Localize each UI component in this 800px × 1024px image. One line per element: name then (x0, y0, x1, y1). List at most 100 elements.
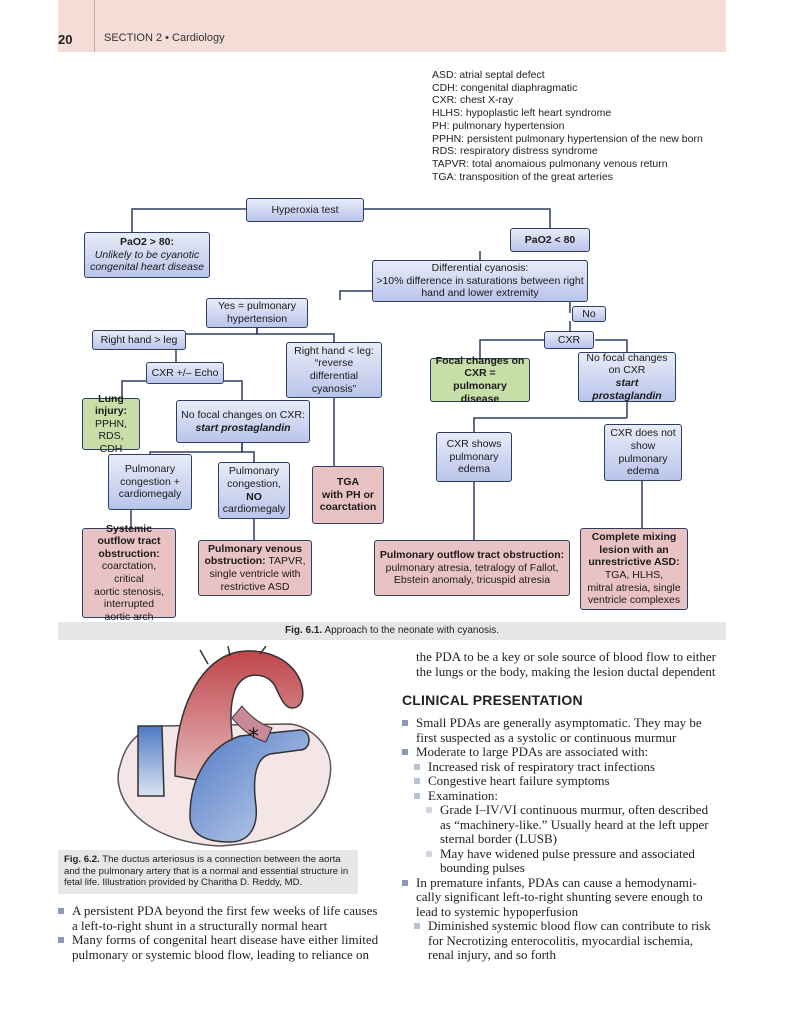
box-text: No (582, 307, 596, 320)
ductus-arteriosus-illustration: * (117, 646, 332, 847)
box-text: RDS, CDH (98, 430, 124, 455)
page-number: 20 (58, 32, 73, 47)
pao2-above-80-box: PaO2 > 80: Unlikely to be cyanotic conge… (84, 232, 210, 278)
hyperoxia-test-box: Hyperoxia test (246, 198, 364, 222)
box-text: Ebstein anomaly, tricuspid atresia (393, 574, 551, 587)
sub-sub-bullet-item: May have widened pulse pressure and asso… (402, 846, 732, 876)
bullet-marker (58, 908, 64, 914)
box-text: lesion with an (599, 543, 669, 556)
abbreviation: HLHS: hypoplastic left heart syndrome (432, 107, 612, 120)
caption-text: The ductus arteriosus is a connection be… (64, 854, 349, 888)
abbreviation: CXR: chest X-ray (432, 94, 514, 107)
box-text: No focal changes (586, 351, 668, 364)
bullet-line: first suspected as a systolic or continu… (416, 729, 677, 745)
bullet-line: Small PDAs are generally asymptomatic. T… (416, 715, 702, 730)
box-text: cardiomegaly (222, 503, 286, 516)
pulmonary-outflow-obstruction-box: Pulmonary outflow tract obstruction: pul… (374, 540, 570, 596)
figure-6-1-caption: Fig. 6.1. Approach to the neonate with c… (58, 622, 726, 640)
box-text: aortic stenosis, (93, 585, 165, 598)
box-text: “reverse differential (309, 357, 359, 382)
bullet-line: Congestive heart failure symptoms (428, 773, 610, 788)
bullet-marker (402, 879, 408, 886)
left-bullets: A persistent PDA beyond the first few we… (58, 903, 388, 962)
ductus-star-label: * (248, 725, 259, 750)
box-text: Complete mixing (591, 531, 677, 544)
caption-label: Fig. 6.2. (64, 854, 100, 865)
lung-injury-box: Lung injury: PPHN, RDS, CDH (82, 393, 140, 455)
cxr-pulmonary-edema-box: CXR shows pulmonary edema (436, 432, 512, 482)
box-text: Pulmonary venous (208, 542, 302, 555)
sub-bullet-item: Diminished systemic blood flow can contr… (402, 918, 732, 963)
bullet-line: Increased risk of respiratory tract infe… (428, 758, 656, 774)
bullet-line: sternal border (LUSB) (440, 831, 557, 846)
abbreviation: ASD: atrial septal defect (432, 69, 545, 81)
box-text: No focal changes on CXR: (181, 408, 305, 421)
box-text: start prostaglandin (195, 421, 291, 434)
systemic-outflow-box: Systemic outflow tract obstruction: coar… (82, 523, 176, 623)
box-text: CXR +/– Echo (151, 366, 219, 379)
bullet-item: Small PDAs are generally asymptomatic. T… (402, 715, 732, 745)
bullet-line: Examination: (428, 787, 499, 803)
caption-label: Fig. 6.1. (284, 625, 323, 636)
box-text: congestion + (120, 475, 180, 488)
no-box: No (572, 306, 606, 322)
bullet-line: renal injury, and so forth (428, 947, 557, 962)
box-text: >10% difference in saturations between r… (376, 274, 584, 287)
flowchart-connectors (121, 208, 643, 540)
complete-mixing-lesion-box: Complete mixing lesion with an unrestric… (580, 528, 688, 610)
box-text: Right hand > leg (100, 333, 178, 346)
box-text: Systemic (105, 522, 153, 535)
bullet-marker (402, 749, 408, 755)
box-text: hypertension (226, 313, 288, 325)
bullet-line: In premature infants, PDAs can cause a h… (416, 874, 697, 890)
right-bullets: Small PDAs are generally asymptomatic. T… (402, 715, 732, 963)
box-text: single ventricle with (209, 568, 301, 580)
right-hand-less-box: Right hand < leg: “reverse differential … (286, 342, 382, 398)
box-text: cyanosis” (311, 382, 357, 395)
text-line: the lungs or the body, making the lesion… (416, 663, 716, 679)
bullet-line: for Necrotizing enterocolitis, myocardia… (428, 932, 693, 948)
box-text: CXR (557, 333, 581, 346)
box-text: start prostaglandin (592, 377, 662, 402)
bullet-line: Diminished systemic blood flow can contr… (428, 918, 711, 933)
box-text: hand and lower extremity (421, 287, 539, 300)
box-text: PaO2 > 80: (120, 236, 174, 249)
abbreviation: RDS: respiratory distress syndrome (432, 145, 598, 158)
bullet-line: Many forms of congenital heart disease h… (72, 932, 379, 947)
box-text: Right hand < leg: (294, 344, 374, 357)
box-text: show (630, 439, 656, 452)
pao2-below-80-box: PaO2 < 80 (510, 228, 590, 252)
box-text: obstruction: (204, 555, 266, 568)
sub-bullet-item: Increased risk of respiratory tract infe… (402, 758, 732, 775)
no-focal-changes-right-box: No focal changes on CXR start prostaglan… (578, 352, 676, 402)
box-text: TAPVR, (265, 555, 306, 568)
box-text: pulmonary (449, 450, 499, 463)
figure-6-2-caption: Fig. 6.2. The ductus arteriosus is a con… (58, 850, 358, 894)
box-text: injury: (94, 405, 128, 418)
box-text: pulmonary (618, 452, 668, 465)
bullet-marker (414, 923, 420, 929)
box-text: Focal changes on (435, 354, 525, 367)
box-text: unrestrictive ASD: (588, 556, 680, 569)
box-text: Pulmonary (228, 465, 280, 478)
bullet-line: as “machinery-like.” Usually heard at th… (440, 816, 709, 832)
pulmonary-venous-obstruction-box: Pulmonary venous obstruction: TAPVR, sin… (198, 540, 312, 596)
box-text: Pulmonary outflow tract obstruction: (379, 549, 565, 562)
bullet-marker (414, 792, 420, 799)
box-text: mitral atresia, single (587, 581, 681, 594)
box-text: pulmonary disease (453, 380, 507, 405)
bullet-marker (402, 720, 408, 726)
text-line: the PDA to be a key or sole source of bl… (416, 649, 717, 664)
box-text: CXR = (464, 367, 496, 380)
bullet-line: Grade I–IV/VI continuous murmur, often d… (440, 802, 709, 817)
box-text: ventricle complexes (587, 594, 681, 607)
bullet-marker (414, 763, 420, 770)
box-text: aortic arch (104, 610, 154, 623)
bullet-marker (58, 937, 64, 943)
box-text: edema (626, 465, 660, 478)
bullet-line: cally significant left-to-right shunting… (416, 889, 703, 904)
sub-sub-bullet-item: Grade I–IV/VI continuous murmur, often d… (402, 802, 732, 847)
cxr-no-pulmonary-edema-box: CXR does not show pulmonary edema (604, 424, 682, 481)
pulmonary-congestion-no-cardiomegaly-box: Pulmonary congestion, NO cardiomegaly (218, 462, 290, 519)
bullet-line: a left-to-right shunt in a structurally … (72, 917, 328, 933)
